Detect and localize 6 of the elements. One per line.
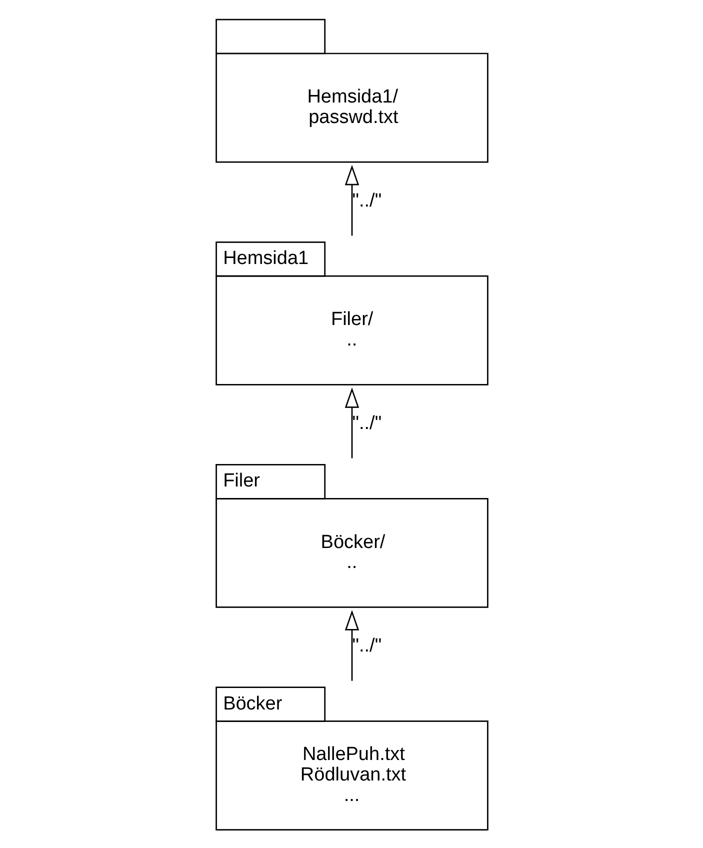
arrow [344, 610, 359, 681]
arrow [344, 387, 359, 458]
edge-label: "../" [352, 636, 382, 657]
edge-label: "../" [352, 413, 382, 434]
arrow [344, 164, 359, 236]
edge-label: "../" [352, 190, 382, 212]
